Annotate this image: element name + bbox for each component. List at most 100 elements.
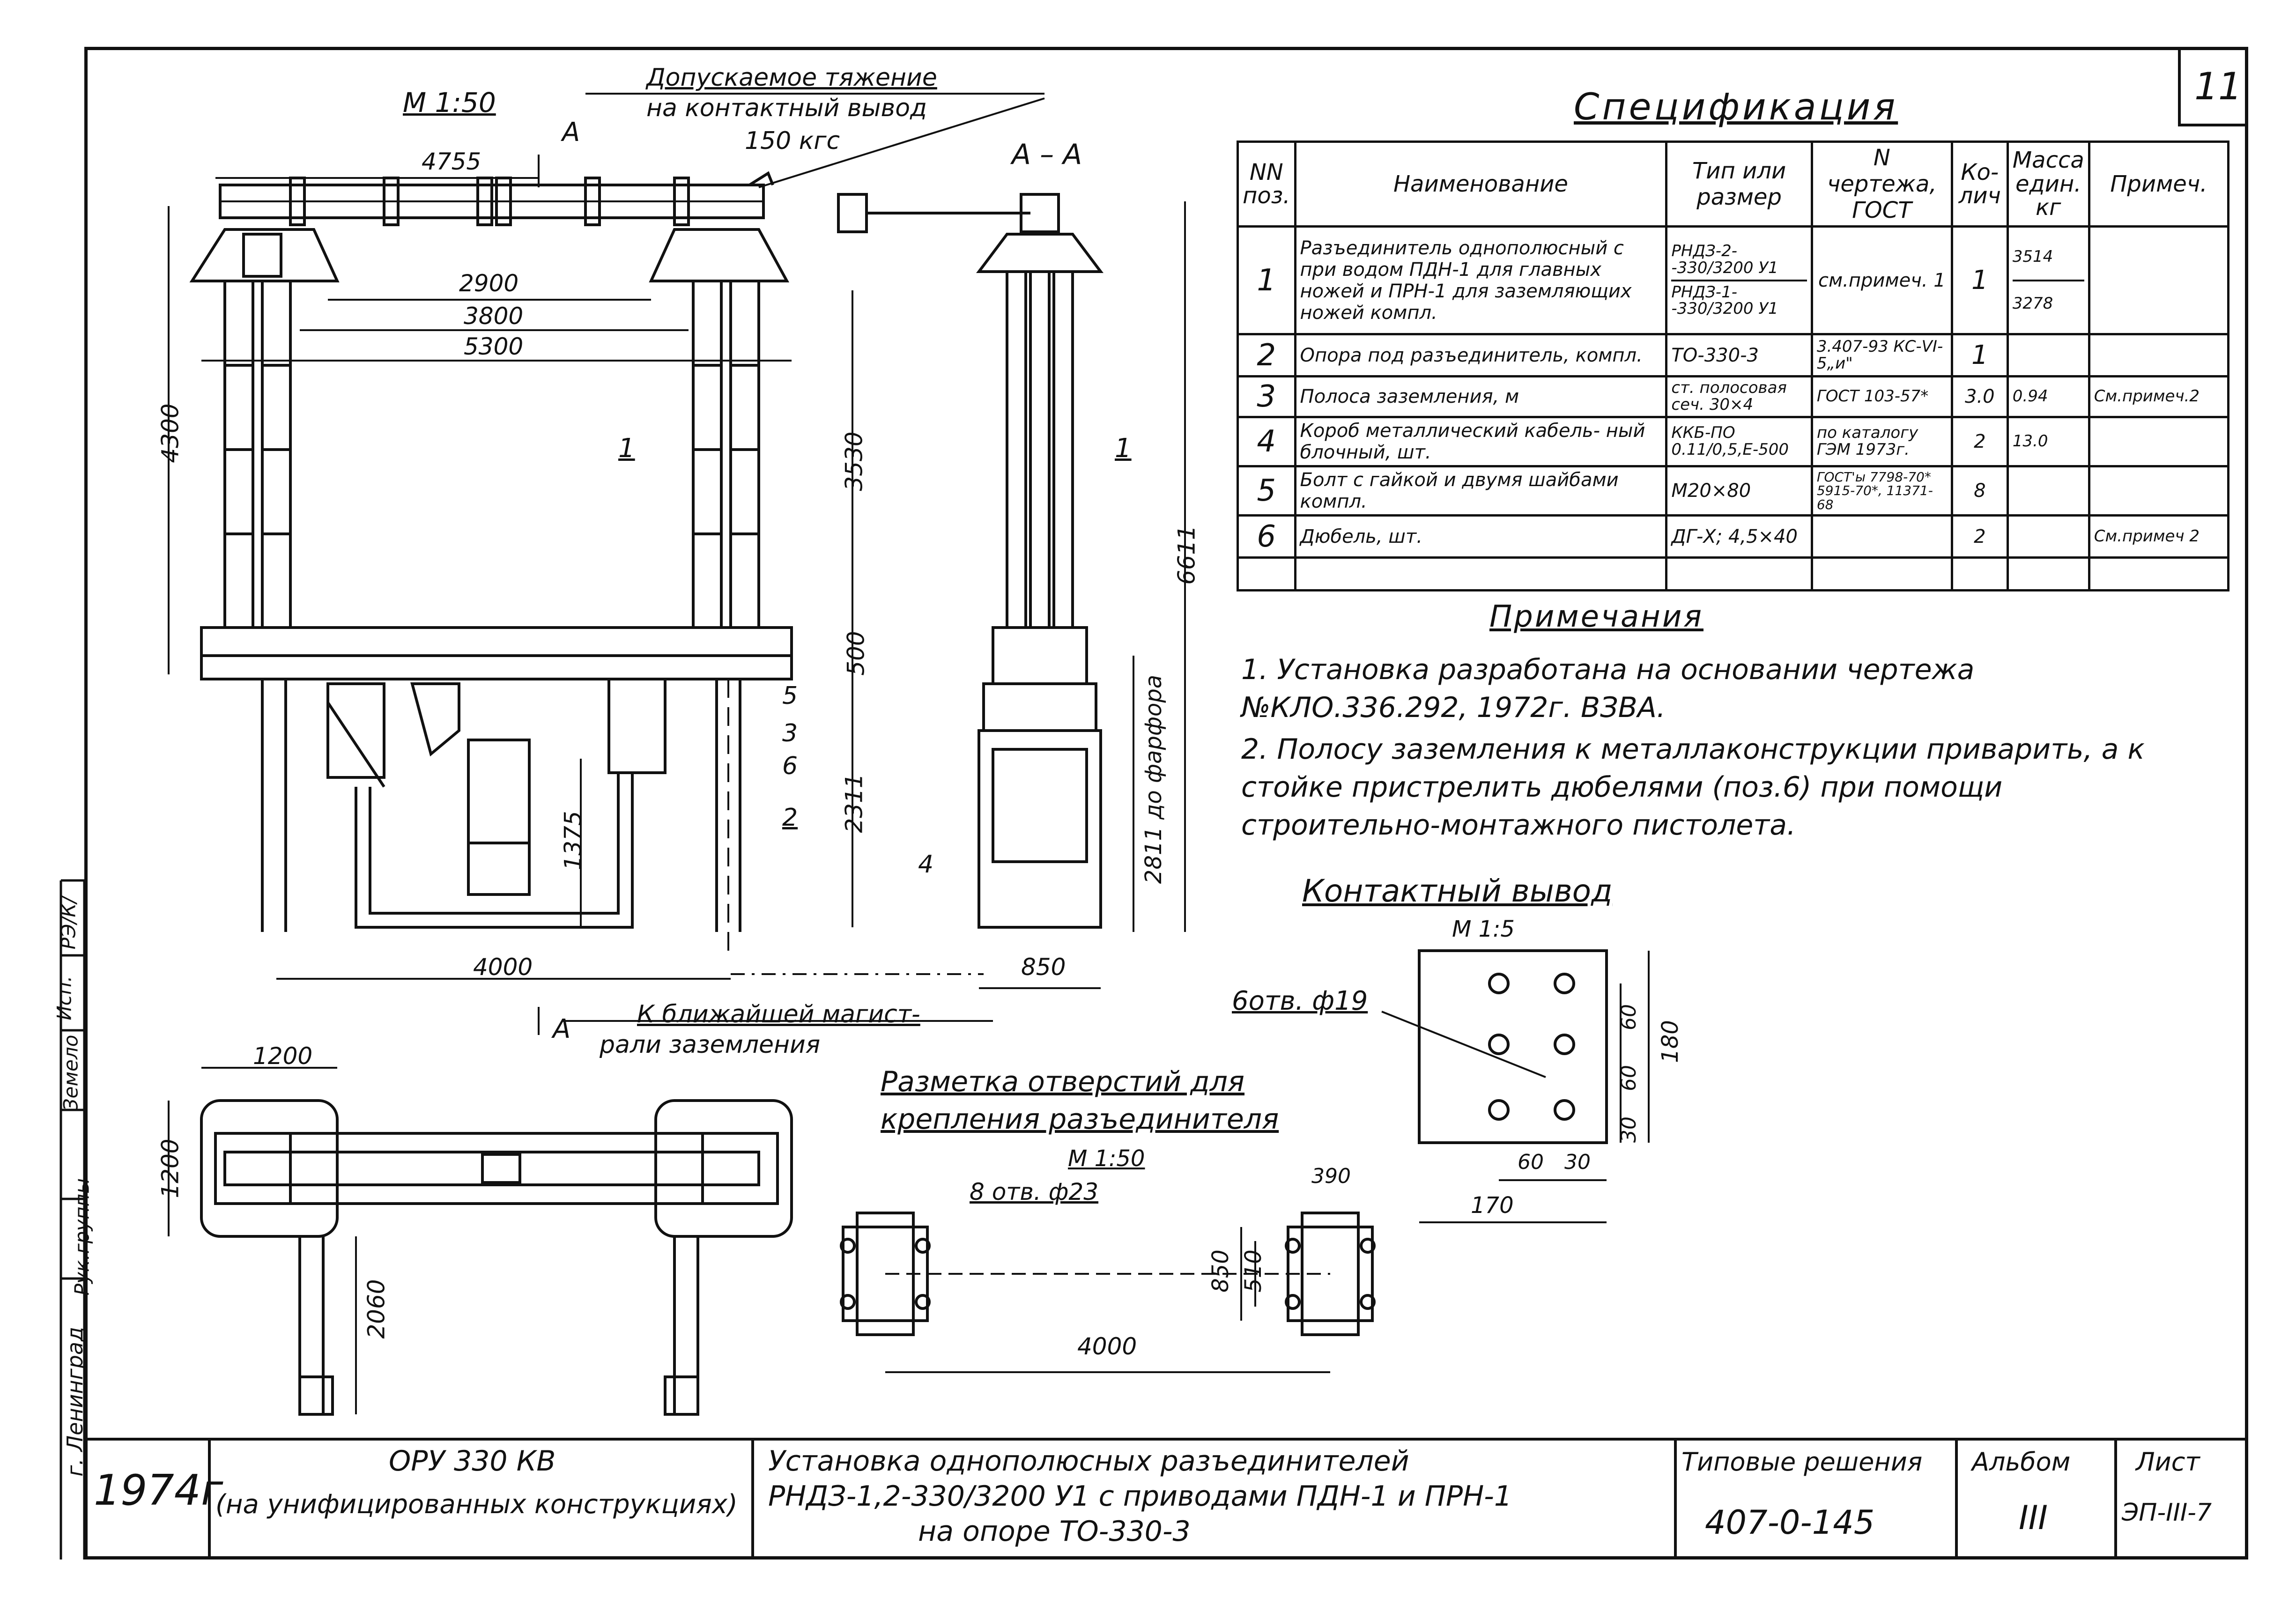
- tension-value: 150 кгс: [745, 127, 840, 155]
- title-series-cell: [1677, 1438, 1958, 1560]
- title-album-value: III: [2019, 1499, 2048, 1537]
- title-year-cell: [84, 1438, 211, 1560]
- spec-empty-cell: [1237, 556, 1296, 591]
- tension-annotation-1: Допускаемое тяжение: [646, 64, 937, 92]
- contact-dim-170: 170: [1471, 1192, 1514, 1219]
- spec-header: N чертежа, ГОСТ: [1810, 140, 1953, 228]
- hole-marking-holes: 8 отв. ф23: [970, 1178, 1099, 1205]
- dim-390-marking: 390: [1311, 1164, 1351, 1188]
- spec-qty: 8: [1950, 465, 2009, 517]
- table-row: 2 Опора под разъединитель, компл. ТО-330…: [1237, 333, 2230, 377]
- title-object-cell: [211, 1438, 754, 1560]
- spec-header: Примеч.: [2088, 140, 2230, 228]
- hole-marking-title-2: крепления разъединителя: [881, 1103, 1279, 1136]
- dim-2311: 2311: [840, 773, 868, 833]
- spec-qty: 3.0: [1950, 375, 2009, 418]
- table-row-empty: [1237, 556, 2230, 591]
- spec-name: Болт с гайкой и двумя шайбами компл.: [1294, 465, 1668, 517]
- spec-name: Дюбель, шт.: [1294, 514, 1668, 559]
- main-view-frame: [200, 626, 793, 960]
- dim-6611: 6611: [1173, 525, 1200, 585]
- spec-note: [2088, 416, 2230, 467]
- callout-2: 2: [782, 804, 798, 832]
- title-object-1: ОРУ 330 КВ: [389, 1445, 556, 1478]
- spec-empty-cell: [1950, 556, 2009, 591]
- contact-dim-180: 180: [1657, 1020, 1683, 1063]
- contact-title: Контактный вывод: [1302, 873, 1613, 909]
- side-stamp-city: г. Ленинград: [62, 1327, 88, 1477]
- spec-mass: [2006, 514, 2090, 559]
- note-item: 2. Полосу заземления к металлаконструкци…: [1241, 733, 2145, 842]
- callout-6: 6: [782, 752, 798, 780]
- main-view-left-insulator: [189, 228, 340, 629]
- title-series-value: 407-0-145: [1705, 1503, 1875, 1542]
- title-desc-cell: [754, 1438, 1677, 1560]
- spec-pos: 5: [1237, 465, 1296, 517]
- side-stamp-lines: [59, 879, 86, 1560]
- section-a-a-title: А – А: [1012, 138, 1082, 171]
- plan-view: [168, 1067, 793, 1416]
- spec-name: Разъединитель однополюсный с при водом П…: [1294, 225, 1668, 335]
- dim-1200-top: 1200: [253, 1042, 313, 1070]
- side-stamp-role: Рук.группы: [70, 1178, 94, 1296]
- spec-pos: 2: [1237, 333, 1296, 377]
- title-sheet-label: Лист: [2136, 1447, 2200, 1477]
- tension-annotation-2: на контактный вывод: [646, 94, 927, 122]
- spec-header: Ко- лич: [1950, 140, 2009, 228]
- hole-marking-scale: М 1:50: [1068, 1146, 1145, 1172]
- dim-4000-marking: 4000: [1077, 1333, 1137, 1360]
- spec-empty-cell: [2088, 556, 2230, 591]
- spec-name: Полоса заземления, м: [1294, 375, 1668, 418]
- notes-title: Примечания: [1489, 599, 1703, 634]
- title-album-label: Альбом: [1972, 1447, 2071, 1477]
- section-a-a-view: [837, 193, 1186, 989]
- spec-qty: 2: [1950, 416, 2009, 467]
- spec-note: [2088, 465, 2230, 517]
- spec-title: Спецификация: [1574, 86, 1898, 128]
- spec-gost: см.примеч. 1: [1810, 225, 1953, 335]
- spec-mass: 13.0: [2006, 416, 2090, 467]
- table-row: 1 Разъединитель однополюсный с при водом…: [1237, 225, 2230, 335]
- spec-pos: 1: [1237, 225, 1296, 335]
- spec-empty-cell: [1810, 556, 1953, 591]
- section-mark-bottom: А: [553, 1014, 571, 1044]
- title-desc-1: Установка однополюсных разъединителей: [768, 1445, 1409, 1478]
- callout-3: 3: [782, 719, 798, 747]
- spec-type: ДГ-X; 4,5×40: [1665, 514, 1813, 559]
- spec-qty: 2: [1950, 514, 2009, 559]
- callout-4: 4: [918, 850, 934, 879]
- hole-marking-title-1: Разметка отверстий для: [881, 1065, 1245, 1098]
- hole-marking-view: [840, 1212, 1376, 1373]
- spec-mass-1: 3514: [2012, 247, 2053, 266]
- spec-gost: [1810, 514, 1953, 559]
- grounding-label-2: рали заземления: [600, 1031, 821, 1059]
- title-object-2: (на унифицированных конструкциях): [215, 1489, 738, 1520]
- dim-3800: 3800: [464, 303, 524, 330]
- spec-pos: 3: [1237, 375, 1296, 418]
- callout-1-main: 1: [618, 433, 635, 464]
- specification-table: NN поз. Наименование Тип или размер N че…: [1237, 140, 2230, 591]
- main-view-busbar: [219, 171, 774, 226]
- spec-empty-cell: [1665, 556, 1813, 591]
- spec-gost: ГОСТ'ы 7798-70* 5915-70*, 11371-68: [1810, 465, 1953, 517]
- spec-qty: 1: [1950, 225, 2009, 335]
- dim-2060: 2060: [363, 1279, 390, 1339]
- contact-dim-60a: 60: [1617, 1004, 1641, 1030]
- dim-1375: 1375: [559, 811, 587, 871]
- callout-5: 5: [782, 682, 798, 710]
- callout-1-section: 1: [1115, 433, 1132, 464]
- spec-note: См.примеч 2: [2088, 514, 2230, 559]
- table-row: 4 Короб металлический кабель- ный блочны…: [1237, 416, 2230, 467]
- contact-dim-60c: 60: [1518, 1150, 1544, 1174]
- spec-note: См.примеч.2: [2088, 375, 2230, 418]
- spec-empty-cell: [2006, 556, 2090, 591]
- contact-dim-30c: 30: [1564, 1150, 1591, 1174]
- title-block: [84, 1438, 2248, 1560]
- spec-mass: [2006, 333, 2090, 377]
- spec-gost: по каталогу ГЭМ 1973г.: [1810, 416, 1953, 467]
- dim-510-marking: 510: [1240, 1249, 1267, 1293]
- dim-850-marking: 850: [1207, 1249, 1234, 1293]
- table-row: 6 Дюбель, шт. ДГ-X; 4,5×40 2 См.примеч 2: [1237, 514, 2230, 559]
- spec-mass: 0.94: [2006, 375, 2090, 418]
